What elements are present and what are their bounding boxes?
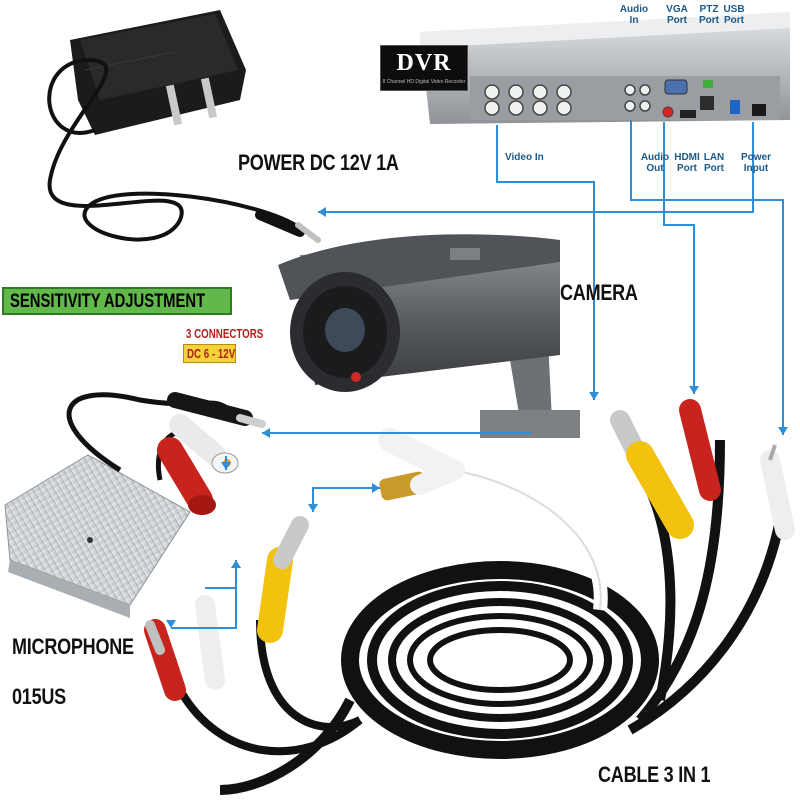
dvr-unit [420, 12, 790, 124]
port-label-audio-in: Audio In [619, 4, 649, 26]
dvr-badge-title: DVR [396, 50, 452, 76]
voltage-label: DC 6 - 12V [187, 346, 236, 361]
port-label-audio-out: Audio Out [640, 152, 670, 174]
power-adapter [47, 10, 321, 243]
microphone-module [4, 392, 266, 618]
dvr-badge: DVR 8 Channel HD Digital Video Recorder [380, 45, 468, 91]
label-microphone-line1: MICROPHONE [12, 634, 134, 659]
port-label-video-in: Video In [505, 152, 544, 163]
line-videoin-red [663, 122, 695, 394]
label-microphone-line2: 015US [12, 684, 66, 709]
port-label-ptz: PTZ Port [699, 4, 719, 26]
sensitivity-label: SENSITIVITY ADJUSTMENT [10, 291, 206, 312]
connectors-tag: 3 CONNECTORS [183, 325, 263, 343]
line-bnc-to-camera [312, 487, 380, 512]
label-camera: CAMERA [560, 280, 638, 305]
line-audio-to-dvr [630, 120, 784, 435]
dvr-badge-subtitle: 8 Channel HD Digital Video Recorder [382, 79, 466, 85]
connection-arrowheads [166, 207, 788, 628]
line-power-to-adapter [318, 122, 754, 213]
port-label-vga: VGA Port [666, 4, 688, 26]
port-label-hdmi: HDMI Port [674, 152, 700, 174]
line-left-plugs [171, 560, 237, 629]
cable-coil [176, 439, 785, 795]
connectors-label: 3 CONNECTORS [186, 326, 264, 341]
port-label-lan: LAN Port [703, 152, 725, 174]
port-label-usb: USB Port [723, 4, 745, 26]
sensitivity-banner: SENSITIVITY ADJUSTMENT [2, 287, 232, 315]
label-power: POWER DC 12V 1A [238, 150, 399, 175]
label-cable: CABLE 3 IN 1 [598, 762, 711, 787]
port-label-power-input: Power Input [740, 152, 771, 174]
voltage-tag: DC 6 - 12V [183, 344, 236, 363]
connector-plugs [144, 399, 795, 701]
connection-lines [171, 120, 784, 629]
camera-body [278, 234, 580, 438]
line-video-to-dvr [496, 125, 595, 400]
